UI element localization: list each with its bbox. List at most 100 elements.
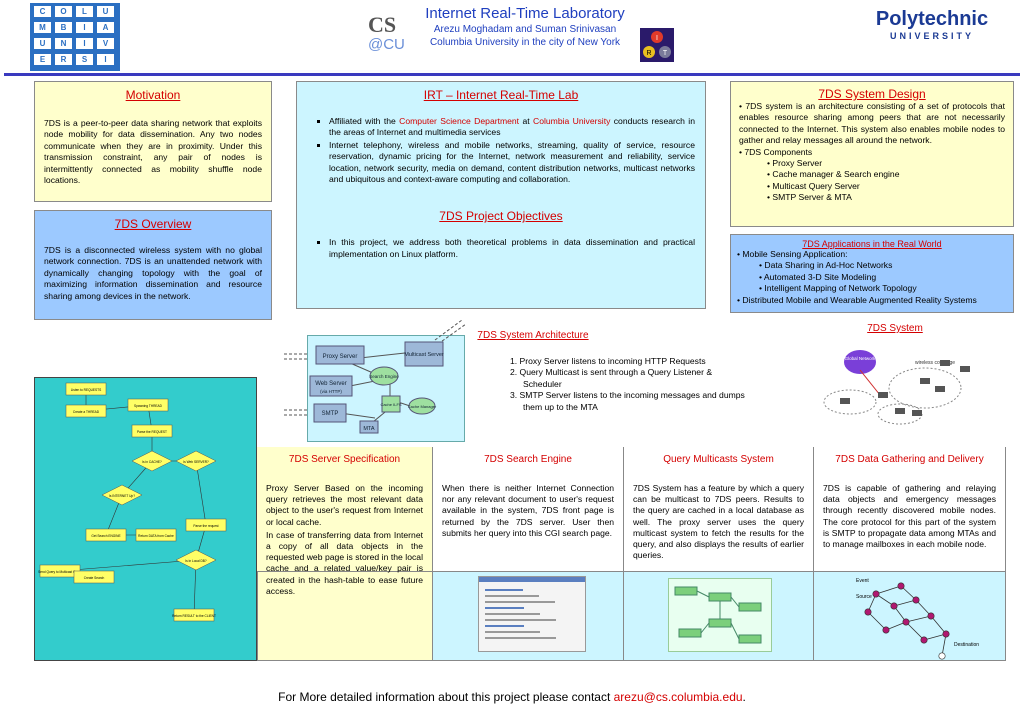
motivation-panel: Motivation 7DS is a peer-to-peer data sh… (34, 81, 272, 202)
web-server-node (309, 375, 353, 397)
flowchart-node (127, 398, 169, 412)
screenshot-line (485, 637, 557, 639)
screenshot-titlebar (479, 577, 585, 582)
search-engine-screenshot (478, 576, 586, 652)
header-authors: Arezu Moghadam and Suman Srinivasan (433, 24, 617, 35)
graph-edge (893, 599, 917, 607)
graph-node (890, 602, 898, 610)
flowchart-node-label: Is in CACHE? (142, 460, 162, 464)
objectives-bullets: In this project, we address both theoret… (307, 237, 695, 260)
columbia-university-link[interactable]: Columbia University (532, 116, 611, 126)
applications-bullet: • Distributed Mobile and Wearable Augmen… (737, 294, 977, 305)
smtp-node (313, 403, 347, 423)
irt-logo-letter: T (663, 50, 668, 57)
columbia-logo-cell: U (97, 6, 114, 17)
design-component: • Cache manager & Search engine (767, 169, 900, 180)
design-panel: 7DS System Design • 7DS system is an arc… (730, 81, 1014, 227)
header-rule (4, 73, 1020, 76)
flowchart-node (73, 570, 115, 584)
graph-edge (867, 611, 887, 631)
design-bullet: • 7DS system is an architecture consisti… (739, 101, 1005, 146)
multicast-server-node (404, 341, 444, 367)
graph-edge (885, 621, 907, 631)
screenshot-line (485, 601, 555, 603)
system-network-illustration: Global Network wireless coverage (823, 350, 970, 425)
screenshot-line (485, 595, 539, 597)
multicast-label: Multicast Server (404, 352, 444, 358)
applications-sub: • Intelligent Mapping of Network Topolog… (759, 283, 917, 294)
flowchart-node (173, 608, 215, 622)
flowchart-node-label: Create Search (84, 576, 105, 580)
query-multicast-diagram (668, 578, 772, 652)
flowchart-node-label: Listen to REQUESTS (71, 388, 101, 392)
graph-node (942, 630, 950, 638)
irt-bullet1-mid: at (519, 116, 533, 126)
columbia-logo-cell: I (76, 38, 93, 49)
flowchart-node-label: Parse the request (193, 524, 218, 528)
graph-node (902, 618, 910, 626)
overview-panel: 7DS Overview 7DS is a disconnected wirel… (34, 210, 272, 320)
irt-bullets: Affiliated with the Computer Science Dep… (307, 116, 695, 185)
proxy-label: Proxy Server (323, 354, 358, 360)
contact-email-link[interactable]: arezu@cs.columbia.edu (613, 690, 743, 704)
architecture-title: 7DS System Architecture (477, 330, 589, 341)
header-title: Internet Real-Time Laboratory (425, 5, 625, 22)
graph-event-label: Event (856, 578, 869, 584)
flowchart-node (135, 528, 177, 542)
cache-label: Cache ILFS (380, 402, 401, 407)
applications-sub: • Automated 3-D Site Modeling (759, 271, 877, 282)
footer: For More detailed information about this… (0, 690, 1024, 704)
irt-title: IRT – Internet Real-Time Lab (423, 88, 579, 102)
column-paragraph: 7DS System has a feature by which a quer… (633, 483, 804, 561)
flowchart-node (65, 404, 107, 418)
irt-bullet1-post: conducts research in the areas of Intern… (329, 116, 695, 138)
graph-node (927, 612, 935, 620)
screenshot-line (485, 625, 525, 627)
irt-bullet: Internet telephony, wireless and mobile … (329, 140, 695, 186)
columbia-logo-cell: O (55, 6, 72, 17)
graph-node (897, 582, 905, 590)
motivation-text: 7DS is a peer-to-peer data sharing netwo… (44, 118, 262, 186)
query-multicast-diagram-svg (674, 586, 762, 644)
architecture-diagram-svg: Proxy Server Multicast Server Search Eng… (284, 319, 467, 434)
flowchart-node (175, 450, 217, 472)
irt-bullet1-pre: Affiliated with the (329, 116, 400, 126)
columbia-logo-cell: A (97, 22, 114, 33)
graph-edge (905, 615, 932, 623)
irt-panel: IRT – Internet Real-Time Lab Affiliated … (296, 81, 706, 309)
irt-logo-dot-t (659, 46, 671, 58)
column-paragraph: When there is neither Internet Connectio… (442, 483, 614, 538)
objectives-title: 7DS Project Objectives (439, 209, 563, 224)
mta-node (359, 420, 379, 434)
search-label: Search Engine (369, 374, 399, 379)
system-title: 7DS System (867, 323, 923, 334)
graph-node (882, 626, 890, 634)
flowchart-node (101, 484, 143, 506)
columbia-logo-cell: I (97, 54, 114, 65)
irt-logo: I R T (640, 28, 674, 62)
csatcu-logo-bottom: @CU (368, 36, 405, 53)
wireless-coverage-label: wireless coverage (915, 360, 955, 366)
columbia-logo-cell: U (34, 38, 51, 49)
graph-destination-label: Destination (954, 642, 979, 648)
applications-title: 7DS Applications in the Real World (802, 239, 942, 249)
global-network-label: Global Network (845, 356, 877, 361)
footer-text: For More detailed information about this… (278, 690, 614, 704)
irt-logo-dot-r (643, 46, 655, 58)
polytechnic-name: Polytechnic (875, 8, 989, 30)
column-paragraph: Proxy Server Based on the incoming query… (266, 483, 423, 527)
graph-edge (923, 633, 947, 641)
design-bullet: • 7DS Components (739, 146, 813, 157)
laptop-icons (840, 360, 970, 416)
design-component: • SMTP Server & MTA (767, 192, 852, 203)
flowchart-node-label: Send Query to Multicast Group (38, 570, 82, 574)
computer-science-link[interactable]: Computer Science Department (399, 116, 520, 126)
column-title: 7DS Search Engine (484, 454, 572, 465)
